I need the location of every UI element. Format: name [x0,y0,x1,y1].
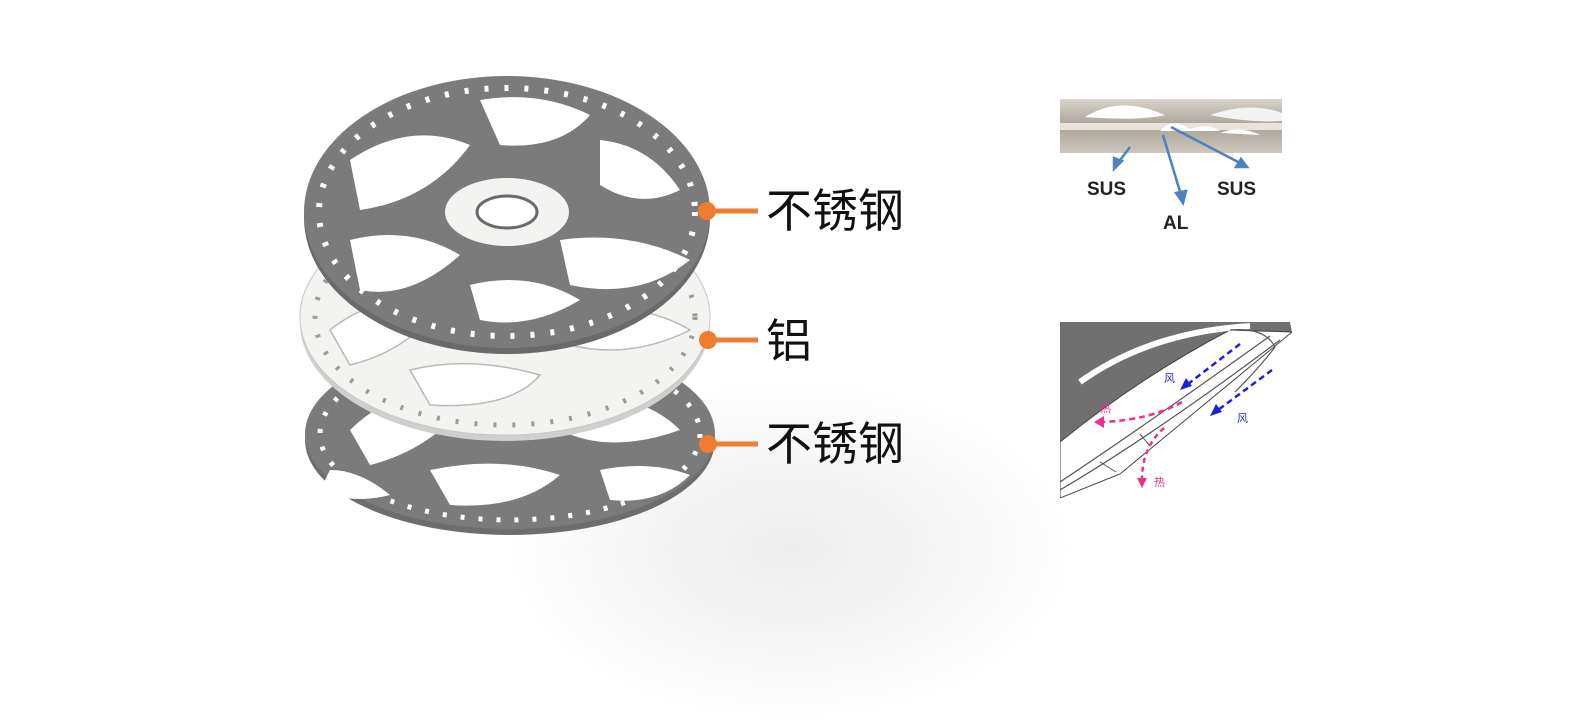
wind-arrows [1180,343,1273,416]
heat-label-1: 热 [1100,402,1111,415]
layer-label-middle: 铝 [766,314,812,368]
callout-middle [699,331,758,349]
wind-label-1: 风 [1164,372,1175,385]
al-label: AL [1163,213,1189,234]
cross-section-arrows [1112,125,1250,206]
airflow-drawing [1060,322,1292,498]
cross-section-photo [1060,99,1282,206]
rotor-layer-top-steel [304,76,710,354]
layer-label-top: 不锈钢 [766,184,904,238]
sus-label-left: SUS [1087,179,1127,200]
layer-label-bottom: 不锈钢 [766,417,904,471]
sus-label-right: SUS [1217,179,1257,200]
heat-label-2: 热 [1154,476,1165,489]
airflow-inset: 风 风 热 热 [1060,322,1292,498]
callout-top [698,202,758,220]
wind-label-2: 风 [1237,412,1248,425]
cross-section-inset: SUS AL SUS [1060,97,1285,247]
callout-bottom [699,435,758,453]
heat-arrows [1094,400,1183,488]
